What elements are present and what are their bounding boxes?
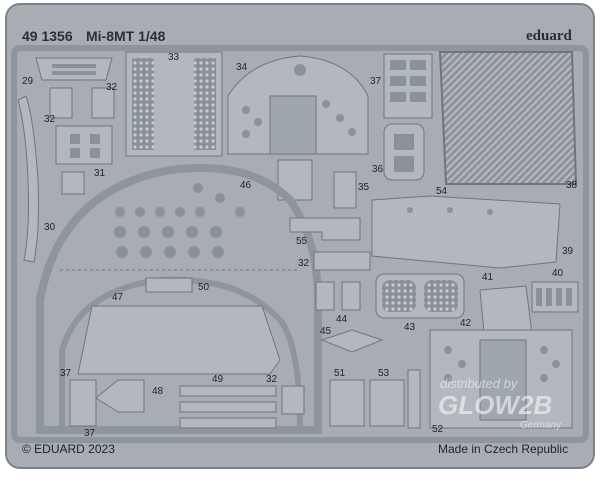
part-num-29: 29 <box>22 76 34 87</box>
part-29 <box>35 57 113 81</box>
part-39 <box>371 195 561 269</box>
part-45 <box>320 329 384 353</box>
catalog-number: 49 1356 <box>22 28 73 44</box>
part-num-32-4: 32 <box>266 374 278 385</box>
part-num-50: 50 <box>198 282 210 293</box>
part-num-37-3: 37 <box>84 428 96 439</box>
part-52 <box>407 369 421 429</box>
part-num-36: 36 <box>372 164 384 175</box>
part-num-54: 54 <box>436 186 448 197</box>
part-32a <box>49 87 73 119</box>
part-num-44: 44 <box>336 314 348 325</box>
part-38 <box>438 51 578 185</box>
part-51 <box>329 379 365 427</box>
part-num-51: 51 <box>334 368 346 379</box>
watermark-line2: GLOW2B <box>438 390 552 420</box>
part-num-35: 35 <box>358 182 370 193</box>
part-44 <box>315 281 335 311</box>
part-num-45: 45 <box>320 326 332 337</box>
watermark-line1: distributed by <box>440 376 519 391</box>
part-37b <box>69 379 97 427</box>
distributor-watermark: distributed by GLOW2B Germany <box>438 376 562 431</box>
part-50 <box>145 277 193 293</box>
part-num-30: 30 <box>44 222 56 233</box>
brand-logo: eduard <box>526 28 572 44</box>
part-53 <box>369 379 405 427</box>
part-32c <box>61 171 85 195</box>
watermark-line3: Germany <box>520 420 562 431</box>
part-num-38: 38 <box>566 180 578 191</box>
part-num-43: 43 <box>404 322 416 333</box>
part-num-32-2: 32 <box>44 114 56 125</box>
part-55 <box>289 217 361 241</box>
part-49 <box>179 385 277 397</box>
part-num-34: 34 <box>236 62 248 73</box>
part-num-55: 55 <box>296 236 308 247</box>
part-num-39: 39 <box>562 246 574 257</box>
part-num-46: 46 <box>240 180 252 191</box>
part-47 <box>59 276 303 431</box>
part-num-47: 47 <box>112 292 124 303</box>
part-48 <box>95 379 145 413</box>
copyright-text: © EDUARD 2023 <box>22 442 115 456</box>
part-num-32-3: 32 <box>298 258 310 269</box>
model-title: Mi-8MT 1/48 <box>86 28 166 44</box>
part-32e <box>281 385 305 415</box>
part-num-42: 42 <box>460 318 472 329</box>
part-35 <box>333 171 357 209</box>
part-num-41: 41 <box>482 272 494 283</box>
part-46 <box>36 164 322 434</box>
part-num-40: 40 <box>552 268 564 279</box>
origin-text: Made in Czech Republic <box>438 442 569 456</box>
part-31 <box>55 125 113 165</box>
part-32d <box>313 251 371 271</box>
part-32b <box>91 87 115 119</box>
fret-inner-frame <box>11 45 589 443</box>
part-num-32-1: 32 <box>106 82 118 93</box>
part-num-37-1: 37 <box>370 76 382 87</box>
part-num-33: 33 <box>168 52 180 63</box>
part-num-49: 49 <box>212 374 224 385</box>
part-num-53: 53 <box>378 368 390 379</box>
part-num-48: 48 <box>152 386 164 397</box>
part-num-31: 31 <box>94 168 106 179</box>
part-num-52: 52 <box>432 424 444 435</box>
part-num-37-2: 37 <box>60 368 72 379</box>
part-30 <box>17 95 39 263</box>
